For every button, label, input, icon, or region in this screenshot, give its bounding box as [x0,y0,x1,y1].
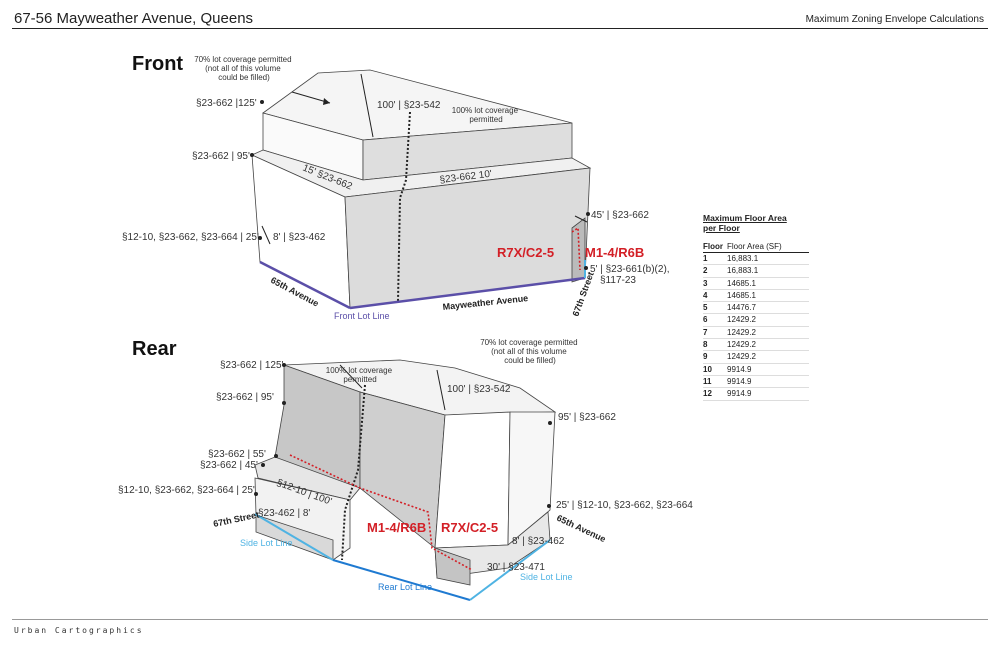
front-dim-100-arrow [360,73,374,138]
rear-side-lot-right-label: Side Lot Line [520,572,573,582]
front-coverage-70-label: 70% lot coverage permitted (not all of t… [194,55,294,82]
rear-height-25-label: §12-10, §23-662, §23-664 | 25' [118,485,255,496]
front-massing [251,69,592,310]
page-subtitle: Maximum Zoning Envelope Calculations [805,14,984,25]
rear-dim-100-label: 100' | §23-542 [447,384,511,395]
front-zone-r7x-label: R7X/C2-5 [497,245,554,260]
col-floor: Floor [703,241,727,253]
rear-massing [254,359,557,601]
front-section-label: Front [132,53,183,75]
front-setback-5-label: 5' | §23-661(b)(2), §117-23 [590,264,672,286]
floor-table-title: Maximum Floor Area per Floor [703,213,787,233]
floor-area-table: Maximum Floor Area per Floor Floor Floor… [703,213,809,401]
rear-height-25-right-label: 25' | §12-10, §23-662, §23-664 [556,500,693,511]
front-lot-line-label: Front Lot Line [334,311,390,321]
rear-side-lot-left-label: Side Lot Line [240,538,293,548]
page-title: 67-56 Mayweather Avenue, Queens [14,10,254,27]
front-height-25-label: §12-10, §23-662, §23-664 | 25' [122,232,259,243]
rear-coverage-100-label: 100% lot coverage permitted [326,366,395,384]
rear-setback-8-right-label: 8' | §23-462 [512,536,565,547]
front-zone-m1-label: M1-4/R6B [585,245,644,260]
rear-zone-m1-label: M1-4/R6B [367,520,426,535]
rear-height-55-label: §23-662 | 55' [208,449,266,460]
rear-height-45-label: §23-662 | 45' [200,460,258,471]
rear-height-95-label: §23-662 | 95' [216,392,274,403]
footer-credit: Urban Cartographics [14,626,144,635]
rear-section-label: Rear [132,338,177,360]
front-height-45-label: 45' | §23-662 [591,210,649,221]
header-rule [12,28,988,29]
front-street-mayweather-label: Mayweather Avenue [442,293,528,312]
rear-height-95-right-label: 95' | §23-662 [558,412,616,423]
rear-zone-r7x-label: R7X/C2-5 [441,520,498,535]
rear-setback-8-label: §23-462 | 8' [258,508,310,519]
front-height-125-label: §23-662 |125' [196,98,257,109]
rear-street-67-label: 67th Street [212,510,260,529]
front-dim-100-label: 100' | §23-542 [377,100,441,111]
rear-lot-line-label: Rear Lot Line [378,582,432,592]
front-coverage-100-label: 100% lot coverage permitted [452,106,521,124]
rear-height-125-label: §23-662 | 125' [220,360,284,371]
col-area: Floor Area (SF) [727,241,809,253]
rear-coverage-70-label: 70% lot coverage permitted (not all of t… [480,338,580,365]
front-setback-8-label: 8' | §23-462 [273,232,326,243]
front-height-95-label: §23-662 | 95' [192,151,250,162]
rear-setback-30-label: 30' | §23-471 [487,562,545,573]
footer-rule [12,619,988,620]
